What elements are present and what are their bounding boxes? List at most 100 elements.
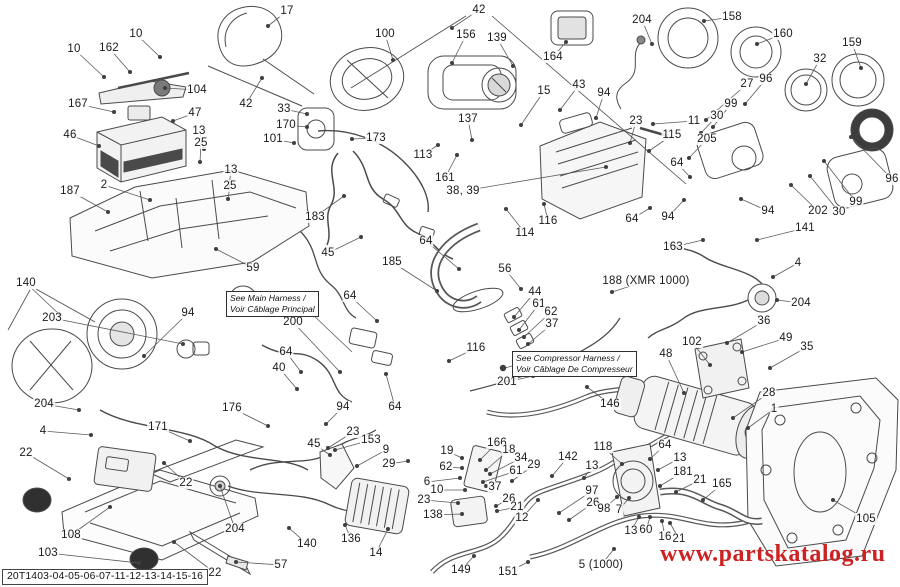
part-callout-56: 56	[497, 263, 513, 275]
part-callout-162: 162	[98, 42, 120, 54]
part-callout-44: 44	[527, 286, 543, 298]
part-callout-22: 22	[207, 567, 223, 579]
part-callout-16: 16	[657, 531, 673, 543]
part-callout-161: 161	[434, 172, 456, 184]
frame-illustration	[69, 169, 310, 279]
part-callout-137: 137	[457, 113, 479, 125]
part-callout-165: 165	[711, 478, 733, 490]
part-callout-153: 153	[360, 434, 382, 446]
part-callout-46: 46	[62, 129, 78, 141]
part-callout-43: 43	[571, 79, 587, 91]
part-callout-108: 108	[60, 529, 82, 541]
part-callout-116: 116	[465, 342, 487, 354]
part-callout-105: 105	[855, 513, 877, 525]
air-compressor-illustration	[611, 443, 763, 525]
part-callout-101: 101	[262, 133, 284, 145]
part-callout-64: 64	[278, 346, 294, 358]
part-callout-204: 204	[224, 523, 246, 535]
part-callout-11: 11	[686, 115, 702, 127]
part-callout-204: 204	[33, 398, 55, 410]
part-callout-29: 29	[526, 459, 542, 471]
part-callout-38-39: 38, 39	[445, 185, 481, 197]
part-callout-163: 163	[662, 241, 684, 253]
part-callout-97: 97	[584, 485, 600, 497]
sheet-code: 20T1403-04-05-06-07-11-12-13-14-15-16	[2, 569, 209, 585]
part-callout-22: 22	[18, 447, 34, 459]
part-callout-4: 4	[793, 257, 803, 269]
part-callout-14: 14	[368, 547, 384, 559]
part-callout-205: 205	[696, 133, 718, 145]
part-callout-138: 138	[422, 509, 444, 521]
display-unit-illustration	[550, 10, 594, 46]
part-callout-64: 64	[342, 290, 358, 302]
part-callout-62: 62	[543, 306, 559, 318]
part-callout-4: 4	[38, 425, 48, 437]
part-callout-115: 115	[661, 129, 683, 141]
part-callout-33: 33	[276, 103, 292, 115]
relay-module-illustration	[450, 445, 503, 528]
part-callout-94: 94	[335, 401, 351, 413]
part-callout-15: 15	[536, 85, 552, 97]
main-harness-note-line2: Voir Câblage Principal	[230, 304, 315, 315]
part-callout-57: 57	[273, 559, 289, 571]
part-callout-25: 25	[222, 180, 238, 192]
part-callout-13: 13	[223, 164, 239, 176]
part-callout-13: 13	[623, 525, 639, 537]
part-callout-34: 34	[513, 452, 529, 464]
part-callout-23: 23	[345, 426, 361, 438]
part-callout-98: 98	[596, 503, 612, 515]
part-callout-22: 22	[178, 477, 194, 489]
spark-plug-wire-illustration	[616, 35, 646, 110]
part-callout-151: 151	[497, 566, 519, 578]
part-callout-62: 62	[438, 461, 454, 473]
part-callout-94: 94	[596, 87, 612, 99]
part-callout-36: 36	[756, 315, 772, 327]
part-callout-116: 116	[537, 215, 559, 227]
speedometer-illustration	[481, 67, 517, 103]
part-callout-25: 25	[193, 137, 209, 149]
part-callout-156: 156	[455, 29, 477, 41]
part-callout-183: 183	[304, 211, 326, 223]
part-callout-21: 21	[509, 501, 525, 513]
part-callout-7: 7	[614, 504, 624, 516]
part-callout-60: 60	[638, 524, 654, 536]
part-callout-64: 64	[418, 235, 434, 247]
part-callout-96: 96	[884, 173, 900, 185]
part-callout-181: 181	[672, 466, 694, 478]
part-callout-176: 176	[221, 402, 243, 414]
part-callout-136: 136	[340, 533, 362, 545]
part-callout-6: 6	[422, 476, 432, 488]
part-callout-202: 202	[807, 205, 829, 217]
part-callout-37: 37	[544, 318, 560, 330]
part-callout-142: 142	[557, 451, 579, 463]
part-callout-47: 47	[187, 107, 203, 119]
part-callout-201: 201	[496, 376, 518, 388]
part-callout-64: 64	[669, 157, 685, 169]
part-callout-61: 61	[508, 465, 524, 477]
part-callout-200: 200	[282, 316, 304, 328]
part-callout-23: 23	[628, 115, 644, 127]
compressor-harness-note-line2: Voir Câblage De Compresseur	[516, 364, 633, 375]
part-callout-48: 48	[658, 348, 674, 360]
part-callout-10: 10	[429, 484, 445, 496]
main-harness-note-line1: See Main Harness /	[230, 293, 306, 303]
part-callout-103: 103	[37, 547, 59, 559]
engine-illustration	[539, 112, 647, 220]
part-callout-40: 40	[271, 362, 287, 374]
part-callout-140: 140	[296, 538, 318, 550]
part-callout-100: 100	[374, 28, 396, 40]
part-callout-99: 99	[723, 98, 739, 110]
part-callout-61: 61	[531, 298, 547, 310]
part-callout-59: 59	[245, 262, 261, 274]
part-callout-204: 204	[790, 297, 812, 309]
part-callout-113: 113	[412, 149, 434, 161]
part-callout-167: 167	[67, 98, 89, 110]
main-harness-note: See Main Harness /Voir Câblage Principal	[226, 291, 319, 318]
voltage-regulator-illustration	[319, 443, 410, 535]
part-callout-13: 13	[191, 125, 207, 137]
part-callout-19: 19	[439, 445, 455, 457]
part-callout-21: 21	[671, 533, 687, 545]
